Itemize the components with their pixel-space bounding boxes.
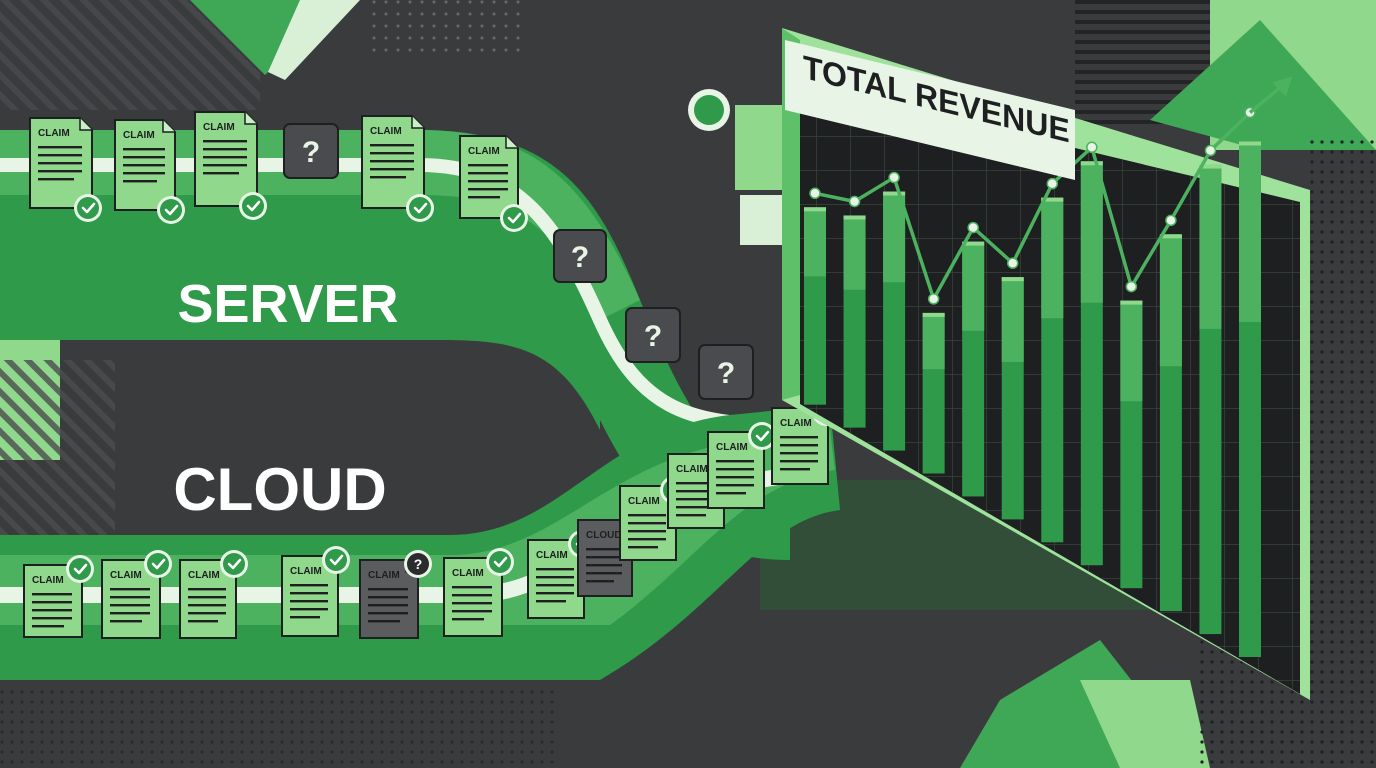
chart-bar bbox=[1041, 197, 1064, 543]
unknown-item-text: ? bbox=[717, 357, 735, 390]
document-label: CLOUD bbox=[586, 530, 622, 541]
check-icon bbox=[406, 194, 434, 222]
check-icon bbox=[500, 204, 528, 232]
trend-point bbox=[927, 293, 940, 305]
cloud-label: CLOUD bbox=[173, 456, 386, 523]
chart-bar bbox=[1199, 164, 1222, 635]
claim-document: CLAIM bbox=[101, 559, 161, 639]
chart-trend-line bbox=[809, 76, 1292, 305]
document-label: CLAIM bbox=[780, 418, 812, 429]
trend-point bbox=[809, 187, 821, 200]
document-label: CLAIM bbox=[468, 146, 500, 157]
chart-bar bbox=[1239, 141, 1261, 658]
claim-document: CLAIM bbox=[281, 555, 339, 637]
trend-point bbox=[967, 221, 979, 234]
check-icon bbox=[157, 196, 185, 224]
check-icon bbox=[748, 422, 776, 450]
unknown-item-text: ? bbox=[644, 320, 662, 353]
claim-document: CLAIM bbox=[29, 117, 93, 209]
question-badge-text: ? bbox=[414, 556, 423, 572]
unknown-item-text: ? bbox=[571, 241, 589, 274]
claim-document: CLAIM bbox=[443, 557, 503, 637]
status-dot-icon bbox=[688, 89, 730, 131]
check-icon bbox=[66, 555, 94, 583]
claim-document: CLAIM bbox=[114, 119, 176, 211]
trend-point bbox=[1165, 214, 1177, 227]
chart-bar bbox=[1120, 300, 1143, 589]
trend-arrow-shaft bbox=[1248, 83, 1286, 114]
unknown-item-icon: ? bbox=[625, 307, 681, 363]
chart-bar bbox=[1001, 277, 1024, 520]
trend-point bbox=[1204, 144, 1217, 157]
check-icon bbox=[486, 548, 514, 576]
trend-arrow-icon bbox=[1272, 76, 1292, 97]
claim-document: CLAIM bbox=[23, 564, 83, 638]
unknown-item-icon: ? bbox=[553, 229, 607, 283]
chart-bar bbox=[883, 191, 906, 451]
unknown-item-icon: ? bbox=[698, 344, 754, 400]
document-label: CLAIM bbox=[203, 122, 235, 133]
chart-bar bbox=[1080, 161, 1103, 566]
document-label: CLAIM bbox=[32, 575, 64, 586]
document-label: CLAIM bbox=[368, 570, 400, 581]
chart-bars bbox=[804, 141, 1261, 658]
document-label: CLAIM bbox=[290, 566, 322, 577]
document-label: CLAIM bbox=[452, 568, 484, 579]
chart-bar bbox=[962, 241, 985, 497]
document-label: CLAIM bbox=[188, 570, 220, 581]
claim-document: CLAIM bbox=[459, 135, 519, 219]
chart-bar bbox=[843, 215, 866, 428]
server-label: SERVER bbox=[177, 274, 398, 334]
trend-point bbox=[1046, 177, 1059, 190]
document-label: CLAIM bbox=[676, 464, 708, 475]
chart-bar bbox=[922, 312, 945, 474]
claim-document: CLAIM bbox=[619, 485, 677, 561]
server-documents: CLAIM CLAIM CLAIM? CLAIM CLAIM??? bbox=[29, 111, 754, 400]
check-icon bbox=[74, 194, 102, 222]
cloud-documents: CLAIM CLAIM CLAIM CLAIM CLAIM? CLAIM CLAIM CLOU… bbox=[23, 398, 840, 639]
check-icon bbox=[220, 550, 248, 578]
document-label: CLAIM bbox=[536, 550, 568, 561]
claim-document: CLAIM bbox=[361, 115, 425, 209]
check-icon bbox=[239, 192, 267, 220]
unknown-item-text: ? bbox=[302, 136, 320, 169]
document-label: CLAIM bbox=[38, 128, 70, 139]
claim-document: CLAIM bbox=[194, 111, 258, 207]
trend-point bbox=[1125, 280, 1138, 293]
check-icon bbox=[144, 550, 172, 578]
document-label: CLAIM bbox=[110, 570, 142, 581]
trend-point bbox=[848, 195, 861, 208]
trend-line bbox=[814, 111, 1252, 301]
trend-point bbox=[1086, 141, 1098, 154]
document-label: CLAIM bbox=[628, 496, 660, 507]
chart-bar bbox=[804, 207, 826, 405]
document-label: CLAIM bbox=[716, 442, 748, 453]
check-icon bbox=[322, 546, 350, 574]
question-badge-icon: ? bbox=[404, 550, 432, 578]
document-label: CLAIM bbox=[370, 126, 402, 137]
chart-bar bbox=[1159, 234, 1182, 612]
document-label: CLAIM bbox=[123, 130, 155, 141]
trend-point bbox=[888, 171, 900, 184]
unknown-item-icon: ? bbox=[283, 123, 339, 179]
revenue-chart-panel: TOTAL REVENUE bbox=[782, 28, 1310, 700]
trend-point bbox=[1006, 257, 1019, 269]
